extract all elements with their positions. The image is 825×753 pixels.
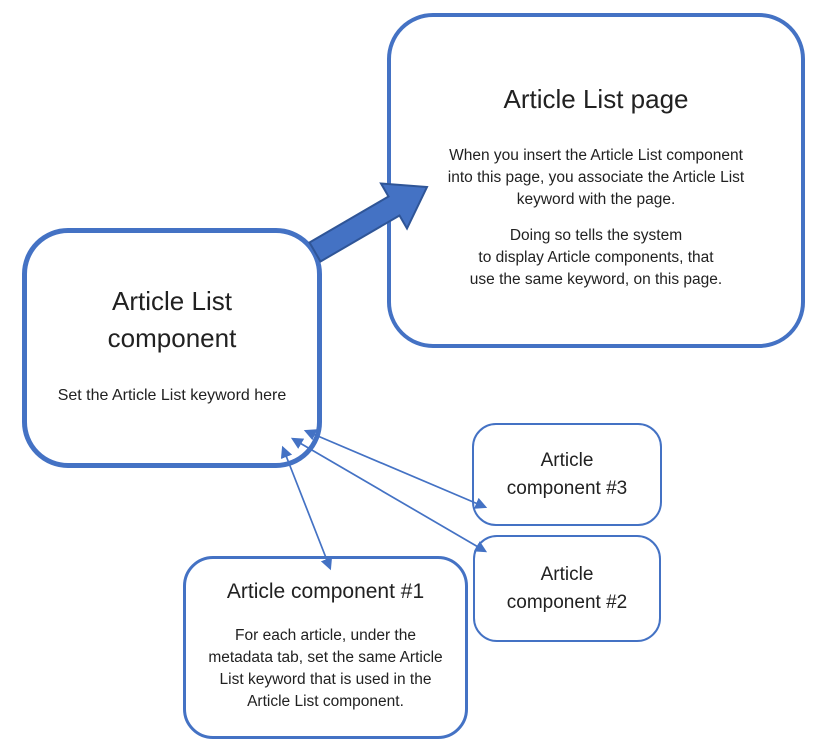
- article-list-page-paragraph-2: Doing so tells the system to display Art…: [469, 227, 723, 288]
- article-list-component-box: Article List component Set the Article L…: [22, 228, 322, 468]
- article-list-page-title: Article List page: [503, 84, 689, 114]
- article-component-2-title: Article component #2: [506, 563, 628, 613]
- article-component-1-box: Article component #1 For each article, u…: [183, 556, 468, 739]
- arrow-component-to-article2-icon: [290, 437, 488, 553]
- article-component-3-title: Article component #3: [506, 449, 628, 499]
- article-component-2-box: Article component #2: [473, 535, 661, 642]
- article-component-3-box: Article component #3: [472, 423, 662, 526]
- arrow-component-to-article3-icon: [303, 429, 488, 509]
- arrow-component-to-article1-icon: [280, 445, 333, 571]
- article-list-component-title: Article List component: [107, 286, 237, 353]
- article-component-1-body: For each article, under the metadata tab…: [208, 627, 443, 710]
- article-component-1-title: Article component #1: [226, 580, 425, 603]
- article-list-component-body: Set the Article List keyword here: [57, 387, 287, 404]
- article-list-page-paragraph-1: When you insert the Article List compone…: [447, 147, 745, 208]
- article-list-page-box: Article List page When you insert the Ar…: [387, 13, 805, 348]
